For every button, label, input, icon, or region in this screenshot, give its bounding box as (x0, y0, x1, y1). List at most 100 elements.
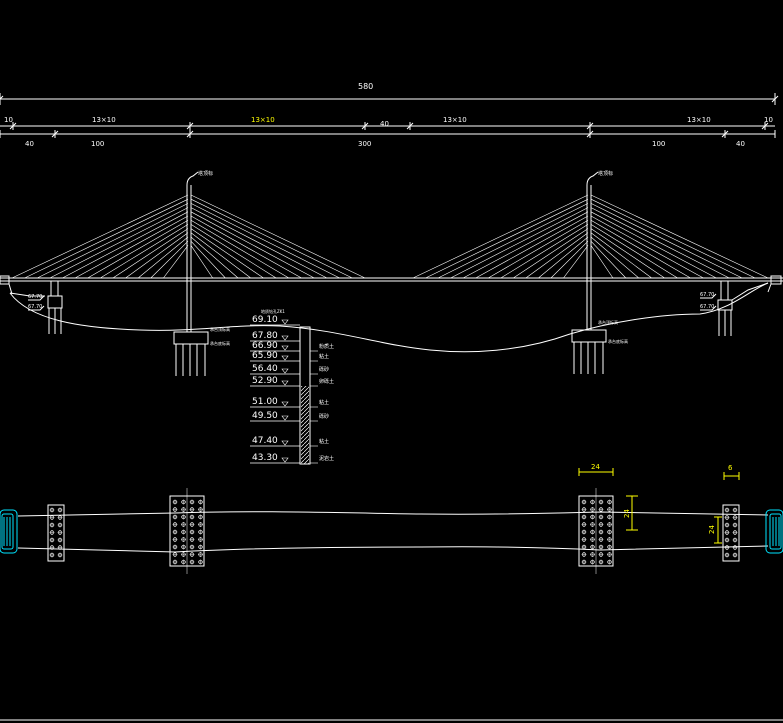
span-label-1: 40 (25, 140, 34, 148)
left-pier-bottom-label: 67.70 (28, 304, 42, 310)
soil-layer-elevation: 49.50 (252, 411, 278, 421)
segment-label-4: 40 (380, 120, 389, 128)
left-pylon-cable-left-4 (49, 207, 189, 279)
stay-cables-left (11, 194, 366, 279)
segment-label-6: 13×10 (687, 116, 711, 124)
right-foundation-top-label: 承台顶标高 (598, 319, 618, 325)
elevation-marker-icon (281, 415, 289, 421)
right-pylon-cable-right-13 (590, 245, 614, 279)
left-pylon-cable-left-2 (24, 198, 189, 279)
soil-layer-name: 砾砂 (319, 366, 329, 373)
span-label-3: 300 (358, 140, 371, 148)
left-pylon-top-label: 塔顶标 (198, 170, 213, 177)
left-pylon-cable-left-3 (37, 203, 189, 279)
pylon-width-label: 24 (591, 463, 600, 471)
left-pylon-cable-right-1 (190, 194, 366, 279)
soil-layer-name: 砾砂 (319, 413, 329, 420)
bridge-plan: 24 24 6 24 (0, 463, 783, 574)
soil-layer-elevation: 52.90 (252, 376, 278, 386)
right-pylon-cable-right-9 (590, 228, 665, 279)
right-pylon-cable-left-11 (538, 236, 589, 279)
segment-label-5: 13×10 (443, 116, 467, 124)
soil-layer-name: 粉质土 (319, 343, 334, 350)
pier-depth-dimension: 24 (708, 516, 722, 544)
right-side-pier: 67.70 67.70 (700, 281, 733, 336)
right-pylon-cable-right-3 (590, 203, 743, 279)
plan-left-abutment (0, 509, 18, 554)
total-length-label: 580 (358, 82, 373, 91)
elevation-marker-icon (281, 457, 289, 463)
elevation-marker-icon (281, 355, 289, 361)
span-label-2: 100 (91, 140, 104, 148)
right-pylon-cable-right-8 (590, 224, 678, 279)
left-pylon-cable-right-13 (190, 245, 213, 279)
elevation-marker-icon (281, 440, 289, 446)
left-pylon-cable-right-6 (190, 215, 302, 279)
left-pylon-cable-left-13 (163, 245, 189, 279)
right-pylon-cable-right-4 (590, 207, 730, 279)
elevation-marker-icon (281, 319, 289, 325)
left-pylon-cable-left-7 (87, 219, 189, 279)
right-pier-top-label: 67.70 (700, 292, 714, 298)
stay-cables-right (412, 194, 769, 279)
left-pylon-cable-left-11 (137, 236, 189, 279)
pier-width-label: 6 (728, 464, 733, 472)
left-pylon-cable-right-3 (190, 203, 340, 279)
left-pylon-cable-right-9 (190, 228, 264, 279)
right-pier-bottom-label: 67.70 (700, 304, 714, 310)
pier-depth-label: 24 (708, 525, 716, 534)
segment-label-2: 13×10 (92, 116, 116, 124)
soil-layer-elevation: 65.90 (252, 351, 278, 361)
elevation-marker-icon (281, 368, 289, 374)
elevation-marker-icon (281, 380, 289, 386)
right-foundation-bottom-label: 承台底标高 (608, 338, 628, 344)
left-pylon-cable-right-10 (190, 232, 251, 279)
soil-layer-name: 粘土 (319, 399, 329, 406)
left-pylon-cable-left-5 (62, 211, 189, 279)
left-pier-top-label: 67.70 (28, 294, 42, 300)
right-pylon-cable-left-12 (550, 240, 589, 279)
soil-layer-name: 粘土 (319, 438, 329, 445)
left-pylon-cable-right-8 (190, 224, 277, 279)
right-pylon-cable-left-3 (437, 203, 589, 279)
soil-layer-elevation: 67.80 (252, 331, 278, 341)
left-pylon-cable-right-7 (190, 219, 289, 279)
left-pylon-cable-right-2 (190, 198, 353, 279)
left-pylon: 塔顶标 承台顶标高 承台底标高 (173, 170, 230, 376)
left-pylon-cable-left-9 (112, 228, 189, 279)
segment-label-7: 10 (764, 116, 773, 124)
pylon-depth-label: 24 (623, 509, 631, 518)
deck-edge-top (17, 511, 769, 517)
deck-edge-bottom (17, 545, 769, 553)
plan-left-pier (47, 504, 65, 562)
left-pylon-cable-right-5 (190, 211, 315, 279)
left-pylon-cable-right-11 (190, 236, 239, 279)
soil-layer-name: 卵砾土 (319, 378, 334, 385)
right-pylon-cable-left-5 (463, 211, 589, 279)
soil-layer-elevation: 56.40 (252, 364, 278, 374)
soil-layer-elevation: 66.90 (252, 341, 278, 351)
left-pylon-cable-left-6 (74, 215, 189, 279)
left-pylon-cable-right-4 (190, 207, 328, 279)
right-pylon-cable-left-13 (563, 245, 589, 279)
right-pylon-cable-right-7 (590, 219, 691, 279)
segment-label-3: 13×10 (251, 116, 275, 124)
plan-right-pier (722, 504, 740, 562)
right-pylon-cable-left-9 (513, 228, 589, 279)
soil-layer-elevation: 47.40 (252, 436, 278, 446)
right-pylon-cable-left-4 (450, 207, 589, 279)
plan-right-abutment (765, 509, 783, 554)
left-foundation-top-label: 承台顶标高 (210, 326, 230, 332)
bridge-elevation: 塔顶标 承台顶标高 承台底标高 塔顶标 承台顶标高 (0, 170, 783, 376)
soil-layer-elevation: 51.00 (252, 397, 278, 407)
left-foundation-bottom-label: 承台底标高 (210, 340, 230, 346)
pier-width-dimension: 6 (723, 464, 740, 480)
soil-layer-elevation: 43.30 (252, 453, 278, 463)
soil-layer-elevation: 69.10 (252, 315, 278, 325)
right-pylon-cable-right-6 (590, 215, 704, 279)
span-label-4: 100 (652, 140, 665, 148)
right-pylon: 塔顶标 承台顶标高 承台底标高 (571, 170, 628, 374)
right-pylon-cable-right-11 (590, 236, 639, 279)
